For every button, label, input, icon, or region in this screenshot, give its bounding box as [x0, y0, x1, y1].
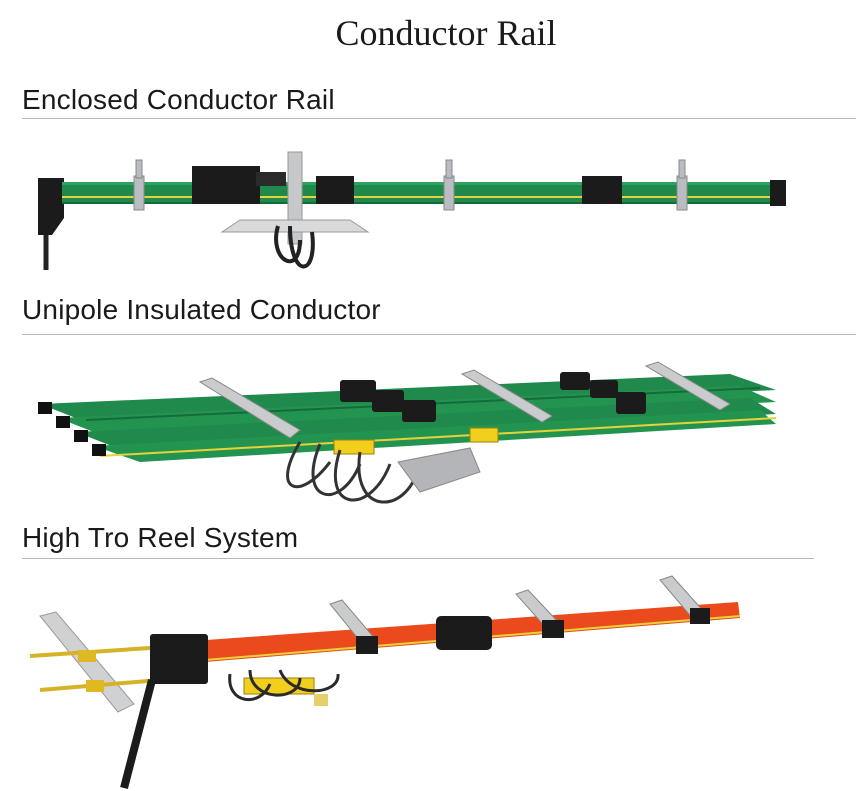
end-feed-box-icon [38, 178, 64, 218]
section-title-enclosed-conductor-rail: Enclosed Conductor Rail [22, 84, 335, 115]
clamp-icon [356, 608, 710, 654]
insulator-rod-icon [29, 646, 161, 692]
enclosed-conductor-rail-illustration [38, 151, 786, 270]
end-cap-icon [38, 402, 106, 456]
joint-cover-icon [582, 176, 622, 204]
collector-shoe-icon [340, 372, 646, 422]
high-tro-reel-system-illustration [29, 575, 741, 790]
section-title-unipole-insulated-conductor: Unipole Insulated Conductor [22, 294, 381, 325]
section-divider [22, 118, 856, 119]
joint-cover-icon [436, 616, 492, 650]
cable-loop-icon [228, 669, 340, 701]
collector-trolley-icon [220, 219, 370, 233]
collector-shoe-icon [314, 694, 328, 706]
section-title-high-tro-reel-system: High Tro Reel System [22, 522, 299, 553]
feed-box-icon [150, 634, 208, 684]
joint-cover-icon [316, 176, 354, 204]
hanger-bracket-icon [198, 361, 731, 439]
section-divider [22, 558, 814, 559]
section-divider [22, 334, 856, 335]
current-collector-housing-icon [192, 166, 260, 204]
unipole-insulated-conductor-illustration [38, 361, 777, 504]
power-cable-icon [120, 678, 156, 790]
page-title: Conductor Rail [335, 13, 557, 53]
end-cap-icon [770, 180, 786, 206]
collector-arm-icon [333, 427, 499, 455]
yellow-stripe-icon [62, 196, 786, 198]
rail-hanger-icon [133, 159, 688, 211]
